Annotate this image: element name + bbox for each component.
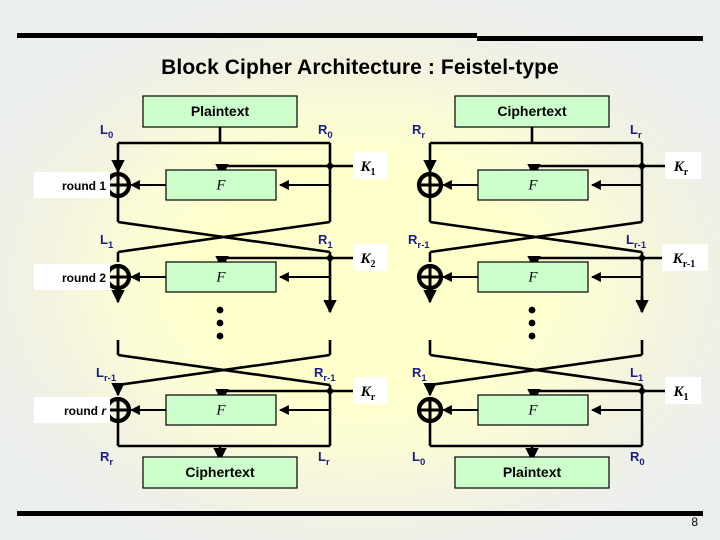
- label-R0-dec: R0: [630, 449, 645, 468]
- ciphertext-box-bottom-label: Ciphertext: [185, 464, 255, 480]
- plaintext-box-bottom-label: Plaintext: [503, 464, 562, 480]
- ellipsis-encryption: [216, 306, 224, 340]
- label-Rr-1: Rr-1: [314, 365, 336, 384]
- label-K2: K2: [359, 251, 375, 270]
- xor-round-2: [104, 263, 132, 291]
- round-1-label: round 1: [62, 179, 106, 193]
- plaintext-box-top-label: Plaintext: [191, 103, 250, 119]
- label-L0: L0: [100, 122, 113, 141]
- label-R1: R1: [318, 232, 333, 251]
- f-box-dec-round-r-label: F: [527, 402, 538, 418]
- label-Rr-dec: Rr: [412, 122, 425, 141]
- label-K1-dec: K1: [672, 384, 688, 403]
- label-Kr-1-dec: Kr-1: [672, 251, 695, 270]
- label-L1: L1: [100, 232, 114, 251]
- label-R0: R0: [318, 122, 333, 141]
- label-Rr-final: Rr: [100, 449, 113, 468]
- f-box-round-1-label: F: [215, 177, 226, 193]
- f-box-round-1: F: [165, 169, 277, 201]
- label-Kr-dec: Kr: [673, 159, 689, 178]
- xor-round-r: [104, 396, 132, 424]
- round-2-label: round 2: [62, 271, 106, 285]
- page-number: 8: [691, 515, 698, 529]
- f-box-dec-round-r: F: [477, 394, 589, 426]
- label-Rr-1-dec: Rr-1: [408, 232, 430, 251]
- f-box-dec-round-1: F: [477, 169, 589, 201]
- ellipsis-decryption: [528, 306, 536, 340]
- label-L0-dec: L0: [412, 449, 425, 468]
- ciphertext-box-top-label: Ciphertext: [497, 103, 567, 119]
- xor-dec-round-1: [416, 171, 444, 199]
- ciphertext-box-top: Ciphertext: [454, 95, 610, 128]
- footer-rule: [17, 511, 703, 516]
- encryption-pipeline: Plaintext L0 R0 K1: [34, 95, 387, 489]
- label-Lr-1-dec: Lr-1: [626, 232, 647, 251]
- label-Lr-1: Lr-1: [96, 365, 117, 384]
- header-rule-left: [17, 33, 477, 38]
- f-box-round-r-label: F: [215, 402, 226, 418]
- f-box-round-2: F: [165, 261, 277, 293]
- label-K1: K1: [359, 159, 375, 178]
- plaintext-box-bottom: Plaintext: [454, 456, 610, 489]
- label-Lr-final: Lr: [318, 449, 330, 468]
- f-box-round-r: F: [165, 394, 277, 426]
- xor-dec-round-2: [416, 263, 444, 291]
- decryption-pipeline: Ciphertext Rr Lr Kr F: [408, 95, 708, 489]
- label-Kr: Kr: [360, 384, 376, 403]
- f-box-dec-round-2: F: [477, 261, 589, 293]
- f-box-dec-round-2-label: F: [527, 269, 538, 285]
- plaintext-box-top: Plaintext: [142, 95, 298, 128]
- f-box-round-2-label: F: [215, 269, 226, 285]
- round-r-label: round r: [64, 404, 107, 418]
- header-rule-right: [477, 36, 703, 41]
- label-L1-dec: L1: [630, 365, 644, 384]
- label-Lr-dec: Lr: [630, 122, 642, 141]
- page-title: Block Cipher Architecture : Feistel-type: [161, 56, 559, 79]
- xor-dec-round-r: [416, 396, 444, 424]
- xor-round-1: [104, 171, 132, 199]
- f-box-dec-round-1-label: F: [527, 177, 538, 193]
- label-R1-dec: R1: [412, 365, 427, 384]
- ciphertext-box-bottom: Ciphertext: [142, 456, 298, 489]
